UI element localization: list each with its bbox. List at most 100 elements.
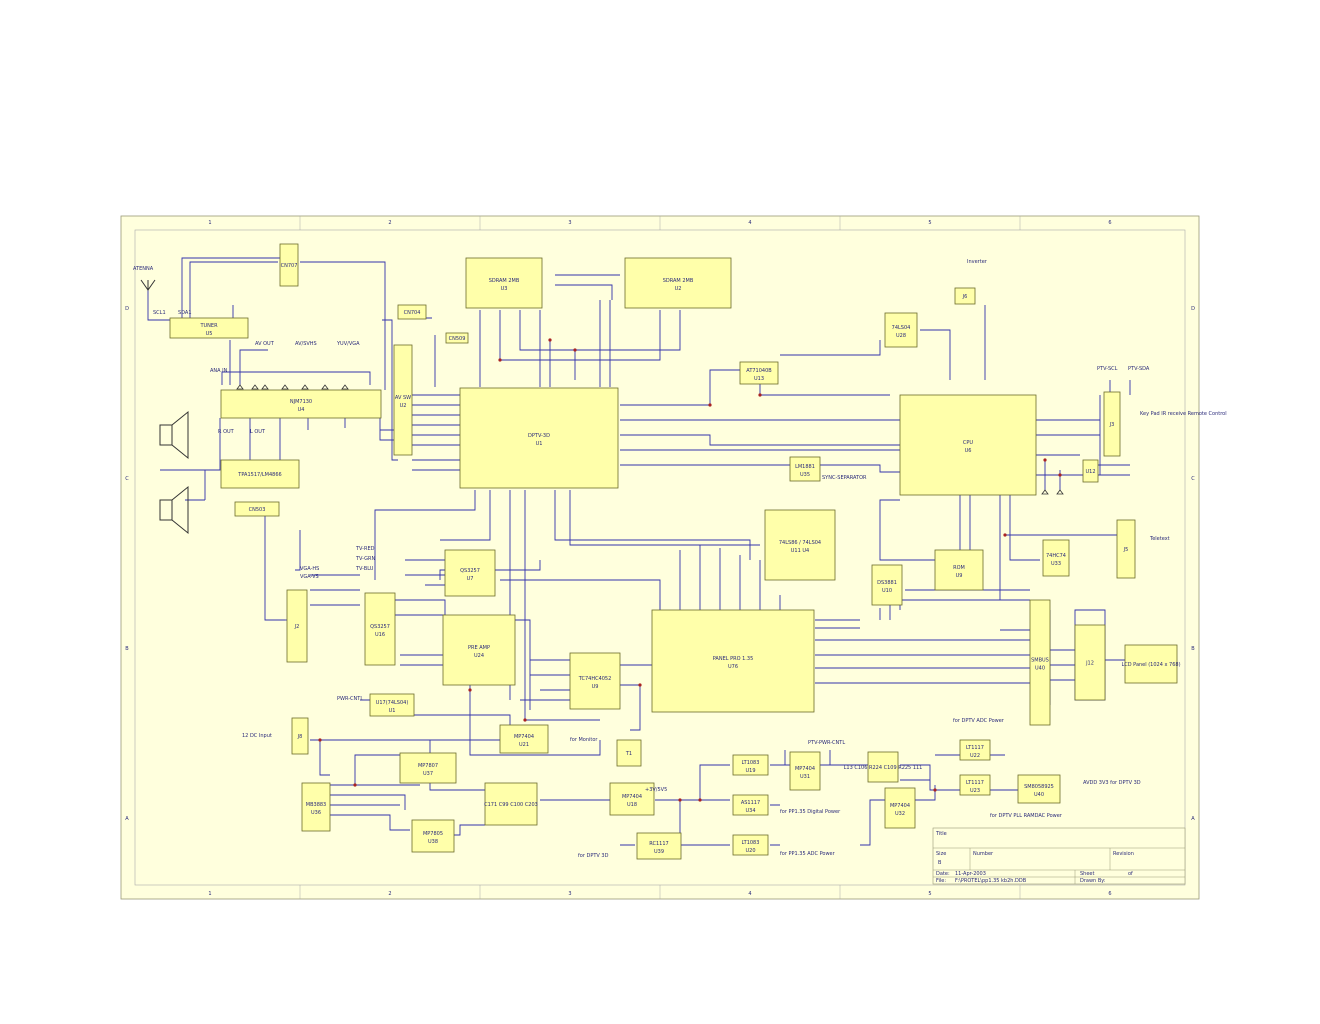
net-label-ptv-pwr-cntl: PTV-PWR-CNTL [808, 740, 845, 746]
net-label-tv-blu: TV-BLU [355, 566, 374, 572]
block-label: MP7805 [423, 831, 443, 837]
block-j6: J6 [954, 287, 976, 305]
block-label: J12 [1085, 661, 1094, 667]
border-row-label: A [125, 816, 129, 822]
net-label-tv-grn: TV-GRN [355, 556, 376, 562]
ground-symbols [236, 384, 1064, 495]
block-label: CN704 [404, 310, 421, 316]
block-label: MP7807 [418, 763, 438, 769]
net-label-l-out: L OUT [250, 429, 266, 435]
block-refdes: U40 [1035, 666, 1045, 672]
block-refdes: U39 [654, 849, 664, 855]
border-col-label: 4 [748, 891, 751, 897]
block-cn503: CN503 [234, 501, 280, 517]
block-refdes: U18 [627, 802, 637, 808]
block-refdes: U32 [895, 811, 905, 817]
border-row-label: C [125, 476, 129, 482]
block-label: U17(74LS04) [376, 700, 409, 706]
block-label: C171 C99 C100 C203 [484, 802, 538, 808]
border-col-label: 4 [748, 220, 751, 226]
tb-date-label: Date: [936, 871, 950, 877]
block-label: J2 [294, 624, 300, 630]
net-label-for-pp135-dig: for PP1.35 Digital Power [780, 809, 841, 815]
tb-size-label: Size [936, 851, 946, 857]
border-col-label: 1 [208, 220, 211, 226]
block-j8: J8 [291, 717, 309, 755]
net-label-av-out: AV OUT [255, 341, 275, 347]
block-refdes: U33 [1051, 561, 1061, 567]
block-label: LT1083 [742, 840, 760, 846]
block-cap: C171 C99 C100 C203 [484, 782, 538, 826]
net-label-for-dptv-pll: for DPTV PLL RAMDAC Power [990, 813, 1063, 819]
block-label: 74HC74 [1046, 553, 1066, 559]
block-label: AV SW [395, 395, 411, 401]
border-row-label: C [1191, 476, 1195, 482]
border-row-label: A [1191, 816, 1195, 822]
net-label-vga-vs: VGA-VS [300, 574, 319, 580]
block-label: 74LS04 [892, 325, 911, 331]
block-refdes: U16 [375, 632, 385, 638]
block-label: AT71040B [746, 368, 772, 374]
net-label-antenna: ATENNA [133, 266, 154, 272]
block-lcd: LCD Panel (1024 x 768) [1121, 644, 1181, 684]
block-label: SDRAM 2MB [489, 278, 520, 284]
border-col-label: 6 [1108, 891, 1111, 897]
border-col-label: 6 [1108, 220, 1111, 226]
block-label: SMBUS [1031, 658, 1049, 664]
net-label-dc-input: 12 DC Input [242, 733, 272, 739]
border-row-label: D [125, 306, 129, 312]
block-label: CPU [963, 440, 974, 446]
block-refdes: U37 [423, 771, 433, 777]
block-refdes: U11 U4 [791, 548, 809, 554]
block-refdes: U36 [311, 810, 321, 816]
block-label: J6 [962, 294, 968, 300]
block-label: QS3257 [460, 568, 480, 574]
speaker-icon [159, 410, 189, 535]
block-refdes: U28 [896, 333, 906, 339]
block-j3: J3 [1103, 391, 1121, 457]
block-refdes: U76 [728, 664, 738, 670]
net-label-av-svhs: AV/SVHS [295, 341, 317, 347]
block-label: LT1083 [742, 760, 760, 766]
block-refdes: U13 [754, 376, 764, 382]
block-label: MP7404 [795, 766, 815, 772]
block-u13: AT71040B U13 [739, 361, 779, 385]
block-refdes: U4 [298, 407, 305, 413]
border-col-label: 3 [568, 220, 571, 226]
block-refdes: U21 [519, 742, 529, 748]
block-refdes: U9 [592, 684, 599, 690]
block-refdes: U7 [467, 576, 474, 582]
block-refdes: U2 [675, 286, 682, 292]
block-label: NJM7130 [290, 399, 312, 405]
block-u12: U12 [1082, 459, 1099, 483]
blocks: TUNERU5CN707NJM7130U4TPA1517/LM4866CN503… [169, 243, 1181, 860]
block-label: TC74HC4052 [578, 676, 612, 682]
net-label-vga-hs: VGA-HS [300, 566, 319, 572]
tb-file-label: File: [936, 878, 946, 884]
block-refdes: U10 [882, 588, 892, 594]
block-label: DS3881 [877, 580, 897, 586]
border-row-label: D [1191, 306, 1195, 312]
antenna-icon [140, 279, 156, 291]
tb-revision-label: Revision [1113, 851, 1134, 857]
block-refdes: U19 [745, 768, 755, 774]
net-label-for-dptv-adc: for DPTV ADC Power [953, 718, 1005, 724]
